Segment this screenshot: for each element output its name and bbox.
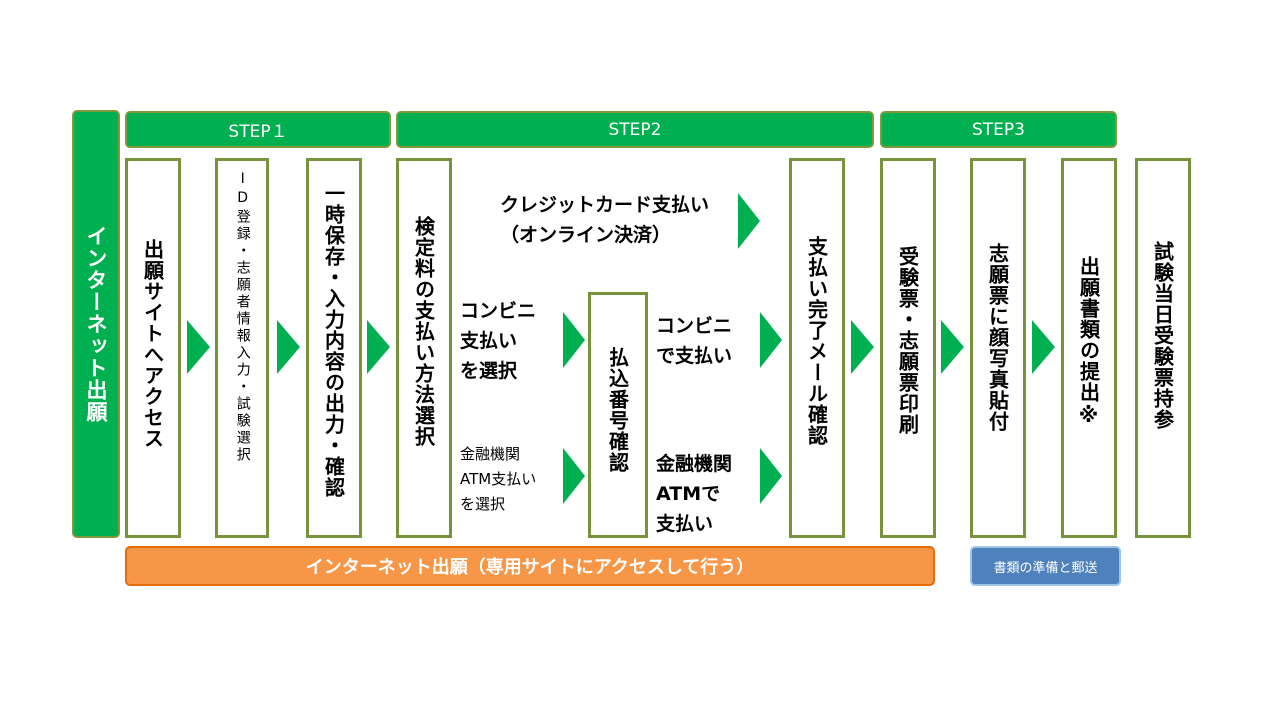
id-register-text: ID登録・志願者情報入力・試験選択 bbox=[234, 171, 251, 464]
photo-text: 志願票に顔写真貼付 bbox=[985, 243, 1010, 432]
step1-label: STEP１ bbox=[228, 122, 288, 142]
internet-application-bar: インターネット出願（専用サイトにアクセスして行う） bbox=[125, 546, 935, 586]
arrow-right-icon bbox=[1032, 320, 1055, 374]
box-payment-mail: 支払い完了メール確認 bbox=[789, 158, 845, 538]
payment-mail-text: 支払い完了メール確認 bbox=[804, 236, 829, 446]
mail-documents-bar-text: 書類の準備と郵送 bbox=[993, 560, 1098, 576]
arrow-right-icon bbox=[367, 320, 390, 374]
atm-select-text: 金融機関 ATM支払い を選択 bbox=[460, 445, 537, 513]
atm-pay-text: 金融機関 ATMで 支払い bbox=[656, 453, 733, 535]
box-save-print: 一時保存・入力内容の出力・確認 bbox=[306, 158, 362, 538]
box-photo: 志願票に顔写真貼付 bbox=[970, 158, 1026, 538]
step1-header: STEP１ bbox=[125, 111, 391, 148]
convenience-pay-text: コンビニ で支払い bbox=[656, 315, 733, 367]
arrow-right-icon bbox=[760, 312, 782, 368]
submit-text: 出願書類の提出※ bbox=[1076, 256, 1101, 428]
arrow-right-icon bbox=[187, 320, 210, 374]
arrow-right-icon bbox=[563, 448, 585, 504]
box-payment-select: 検定料の支払い方法選択 bbox=[396, 158, 452, 538]
box-id-register: ID登録・志願者情報入力・試験選択 bbox=[215, 158, 269, 538]
arrow-right-icon bbox=[760, 448, 782, 504]
payment-number-text: 払込番号確認 bbox=[605, 347, 630, 473]
box-print-ticket: 受験票・志願票印刷 bbox=[880, 158, 936, 538]
save-print-text: 一時保存・入力内容の出力・確認 bbox=[321, 183, 346, 498]
print-ticket-text: 受験票・志願票印刷 bbox=[895, 246, 920, 435]
step3-header: STEP3 bbox=[880, 111, 1117, 148]
mail-documents-bar: 書類の準備と郵送 bbox=[970, 546, 1121, 586]
step3-label: STEP3 bbox=[972, 119, 1025, 140]
convenience-select-text: コンビニ 支払い を選択 bbox=[460, 300, 537, 382]
access-site-text: 出願サイトへアクセス bbox=[140, 239, 165, 449]
internet-application-bar-text: インターネット出願（専用サイトにアクセスして行う） bbox=[305, 557, 755, 578]
exam-day-text: 試験当日受験票持参 bbox=[1150, 241, 1175, 430]
box-submit: 出願書類の提出※ bbox=[1061, 158, 1117, 538]
credit-option-text: クレジットカード支払い （オンライン決済） bbox=[500, 194, 710, 246]
box-payment-number: 払込番号確認 bbox=[588, 292, 648, 538]
step2-label: STEP2 bbox=[608, 119, 662, 140]
arrow-right-icon bbox=[738, 193, 760, 249]
arrow-right-icon bbox=[277, 320, 300, 374]
arrow-right-icon bbox=[941, 320, 964, 374]
internet-application-text: インターネット出願 bbox=[84, 225, 108, 423]
box-exam-day: 試験当日受験票持参 bbox=[1135, 158, 1191, 538]
box-access-site: 出願サイトへアクセス bbox=[125, 158, 181, 538]
arrow-right-icon bbox=[563, 312, 585, 368]
arrow-right-icon bbox=[851, 320, 874, 374]
internet-application-label: インターネット出願 bbox=[72, 110, 120, 538]
step2-header: STEP2 bbox=[396, 111, 874, 148]
payment-select-text: 検定料の支払い方法選択 bbox=[411, 216, 436, 447]
